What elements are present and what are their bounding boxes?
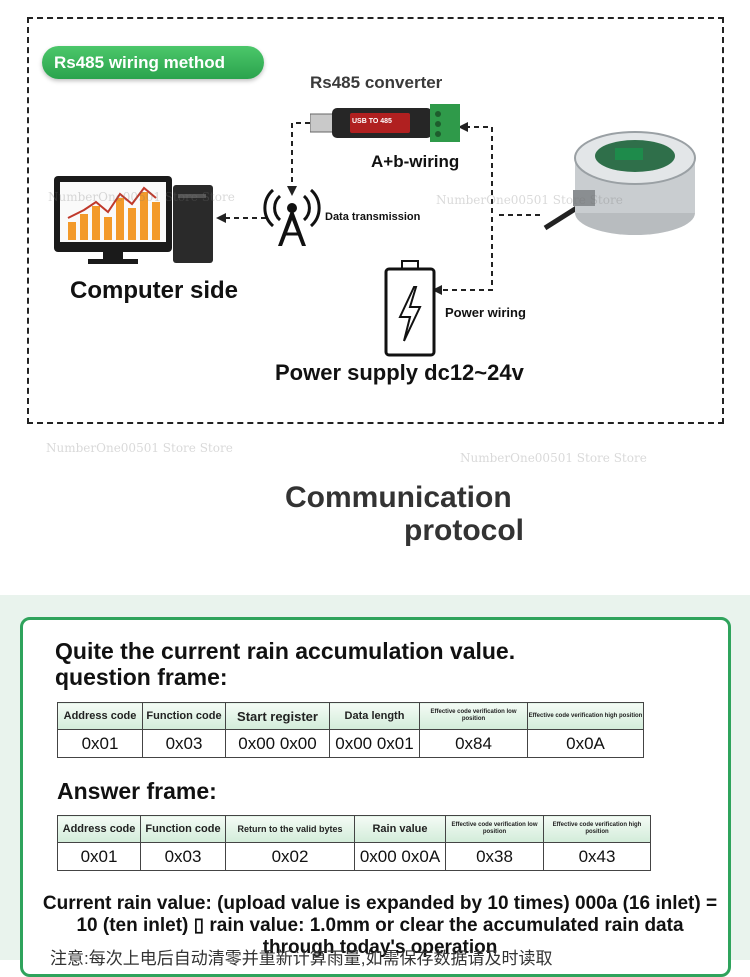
bottom-note: 注意:每次上电后自动清零并重新计算雨量,如需保存数据请及时读取 [50, 949, 553, 968]
table-header-cell: Effective code verification high positio… [527, 702, 644, 730]
table-header-cell: Function code [140, 815, 226, 843]
table-cell: 0x84 [419, 729, 528, 758]
table-row: 0x01 0x03 0x00 0x00 0x00 0x01 0x84 0x0A [57, 729, 644, 758]
table-header-cell: Address code [57, 815, 141, 843]
protocol-title-line1: Communication [285, 481, 512, 514]
rain-value-note: Current rain value: (upload value is exp… [42, 893, 718, 958]
table-row: 0x01 0x03 0x02 0x00 0x0A 0x38 0x43 [57, 842, 651, 871]
table-cell: 0x0A [527, 729, 644, 758]
watermark: NumberOne00501 Store Store [436, 193, 623, 207]
watermark: NumberOne00501 Store Store [46, 441, 233, 455]
rain-sensor-icon [543, 131, 696, 235]
table-cell: 0x00 0x0A [354, 842, 446, 871]
table-header-cell: Return to the valid bytes [225, 815, 355, 843]
answer-frame-table: Address code Function code Return to the… [57, 815, 651, 871]
table-header-cell: Start register [225, 702, 330, 730]
query-title-line2: question frame: [55, 664, 228, 690]
table-cell: 0x00 0x01 [329, 729, 420, 758]
table-header-cell: Rain value [354, 815, 446, 843]
table-header-cell: Address code [57, 702, 143, 730]
table-header-cell: Data length [329, 702, 420, 730]
table-header-row: Address code Function code Return to the… [57, 815, 651, 843]
computer-side-label: Computer side [70, 277, 239, 304]
table-header-cell: Effective code verification high positio… [543, 815, 651, 843]
table-header-cell: Effective code verification low position [419, 702, 528, 730]
data-transmission-label: Data transmission [325, 211, 421, 223]
usb-converter-icon [310, 104, 460, 142]
table-header-cell: Effective code verification low position [445, 815, 544, 843]
wiring-section: Rs485 wiring method Rs485 converter USB … [27, 17, 724, 547]
ab-wiring-label: A+b-wiring [371, 152, 460, 171]
table-header-row: Address code Function code Start registe… [57, 702, 644, 730]
table-cell: 0x01 [57, 842, 141, 871]
wiring-method-badge: Rs485 wiring method [42, 46, 264, 79]
protocol-title-line2: protocol [404, 514, 524, 547]
connection-lines [216, 122, 540, 295]
wiring-diagram-frame [27, 17, 724, 424]
power-wiring-label: Power wiring [445, 305, 526, 320]
watermark: NumberOne00501 Store Store [460, 451, 647, 465]
converter-sticker: USB TO 485 [352, 118, 392, 125]
table-header-cell: Function code [142, 702, 226, 730]
antenna-icon [263, 188, 321, 246]
table-cell: 0x01 [57, 729, 143, 758]
answer-title: Answer frame: [57, 778, 217, 804]
table-cell: 0x00 0x00 [225, 729, 330, 758]
table-cell: 0x03 [140, 842, 226, 871]
power-supply-label: Power supply dc12~24v [275, 360, 524, 385]
computer-icon [54, 176, 213, 264]
table-cell: 0x38 [445, 842, 544, 871]
battery-icon [384, 260, 436, 357]
table-cell: 0x43 [543, 842, 651, 871]
table-cell: 0x03 [142, 729, 226, 758]
table-cell: 0x02 [225, 842, 355, 871]
query-frame-table: Address code Function code Start registe… [57, 702, 644, 758]
protocol-card [20, 617, 731, 977]
converter-title: Rs485 converter [310, 73, 443, 92]
watermark: NumberOne00501 Store Store [48, 190, 235, 204]
query-title-line1: Quite the current rain accumulation valu… [55, 638, 516, 664]
